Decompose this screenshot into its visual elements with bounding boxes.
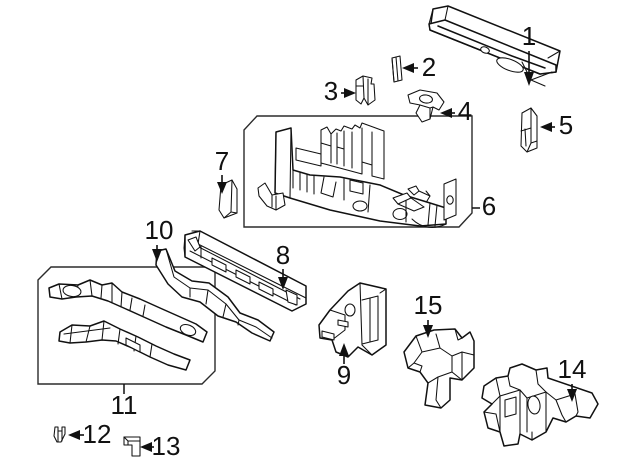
part-angle-bracket bbox=[123, 436, 141, 457]
leader-14 bbox=[567, 384, 577, 402]
callout-label-15: 15 bbox=[414, 290, 443, 320]
floor-crossmember-box bbox=[37, 266, 216, 385]
leader-4 bbox=[440, 108, 455, 118]
leader-12 bbox=[68, 430, 84, 440]
callout-label-7: 7 bbox=[215, 146, 229, 176]
leader-2 bbox=[402, 63, 418, 73]
callout-label-1: 1 bbox=[522, 21, 536, 51]
callout-label-12: 12 bbox=[83, 419, 112, 449]
part-cowl-crossmember bbox=[183, 230, 307, 312]
part-cowl-mounting-bracket bbox=[407, 89, 445, 123]
callout-label-9: 9 bbox=[337, 360, 351, 390]
part-dash-insulator-left bbox=[403, 328, 475, 409]
leader-1 bbox=[524, 51, 534, 86]
leader-15 bbox=[423, 320, 433, 338]
dash-panel-assembly-box bbox=[243, 115, 473, 228]
callout-label-5: 5 bbox=[559, 110, 573, 140]
part-dash-panel-assembly bbox=[257, 122, 457, 228]
part-cowl-retainer-clip bbox=[355, 75, 376, 106]
leader-8 bbox=[278, 269, 288, 290]
leader-10 bbox=[152, 245, 162, 262]
leader-9 bbox=[339, 343, 349, 364]
callout-label-8: 8 bbox=[276, 240, 290, 270]
callout-label-11: 11 bbox=[111, 390, 138, 420]
leader-3 bbox=[341, 88, 356, 98]
callout-label-13: 13 bbox=[152, 431, 181, 461]
part-cowl-top-panel bbox=[428, 5, 561, 87]
part-dash-side-panel bbox=[318, 282, 387, 358]
leader-7 bbox=[217, 175, 227, 194]
callout-label-10: 10 bbox=[145, 215, 174, 245]
part-cowl-end-bracket bbox=[520, 107, 538, 153]
part-dash-insulator-right bbox=[481, 363, 599, 447]
callout-label-6: 6 bbox=[482, 191, 496, 221]
part-floor-pan-extension bbox=[155, 248, 275, 342]
part-cowl-bolt-clip bbox=[53, 426, 66, 443]
callout-label-3: 3 bbox=[324, 76, 338, 106]
leader-5 bbox=[540, 122, 555, 132]
part-cowl-side-clip bbox=[391, 55, 403, 83]
leader-13 bbox=[140, 442, 154, 452]
callout-label-14: 14 bbox=[558, 354, 587, 384]
callout-label-2: 2 bbox=[422, 52, 436, 82]
callout-label-4: 4 bbox=[458, 96, 472, 126]
part-floor-crossmember-set bbox=[48, 279, 208, 371]
